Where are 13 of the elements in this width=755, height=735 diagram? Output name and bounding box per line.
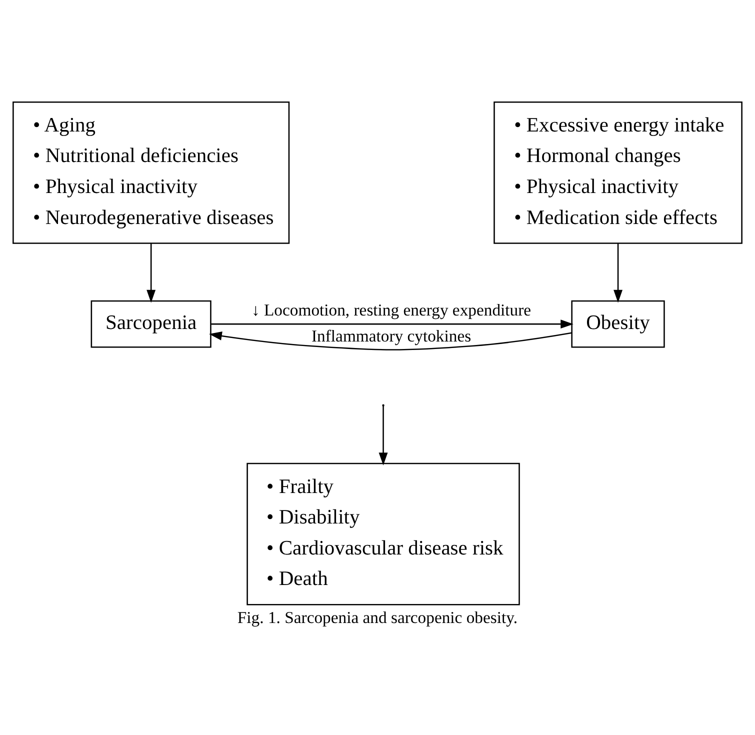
edge-label: Inflammatory cytokines [312,326,472,346]
node-box: • Frailty • Disability • Cardiovascular disease risk • Death [246,462,520,606]
arrow [209,331,572,350]
arrow [146,244,156,303]
caption: Fig. 1. Sarcopenia and sarcopenic obesity. [237,608,518,628]
edge-label: ↓ Locomotion, resting energy expenditure [252,300,532,320]
node-box: • Aging • Nutritional deficiencies • Physical inactivity • Neurodegenerative diseases [12,101,290,244]
arrow [378,406,388,466]
node-box: Obesity [571,300,665,348]
arrow [211,320,574,329]
node-box: Sarcopenia [90,300,212,348]
node-box: • Excessive energy intake • Hormonal changes • Physical inactivity • Medication side effects [494,101,742,244]
arrow [614,244,623,303]
